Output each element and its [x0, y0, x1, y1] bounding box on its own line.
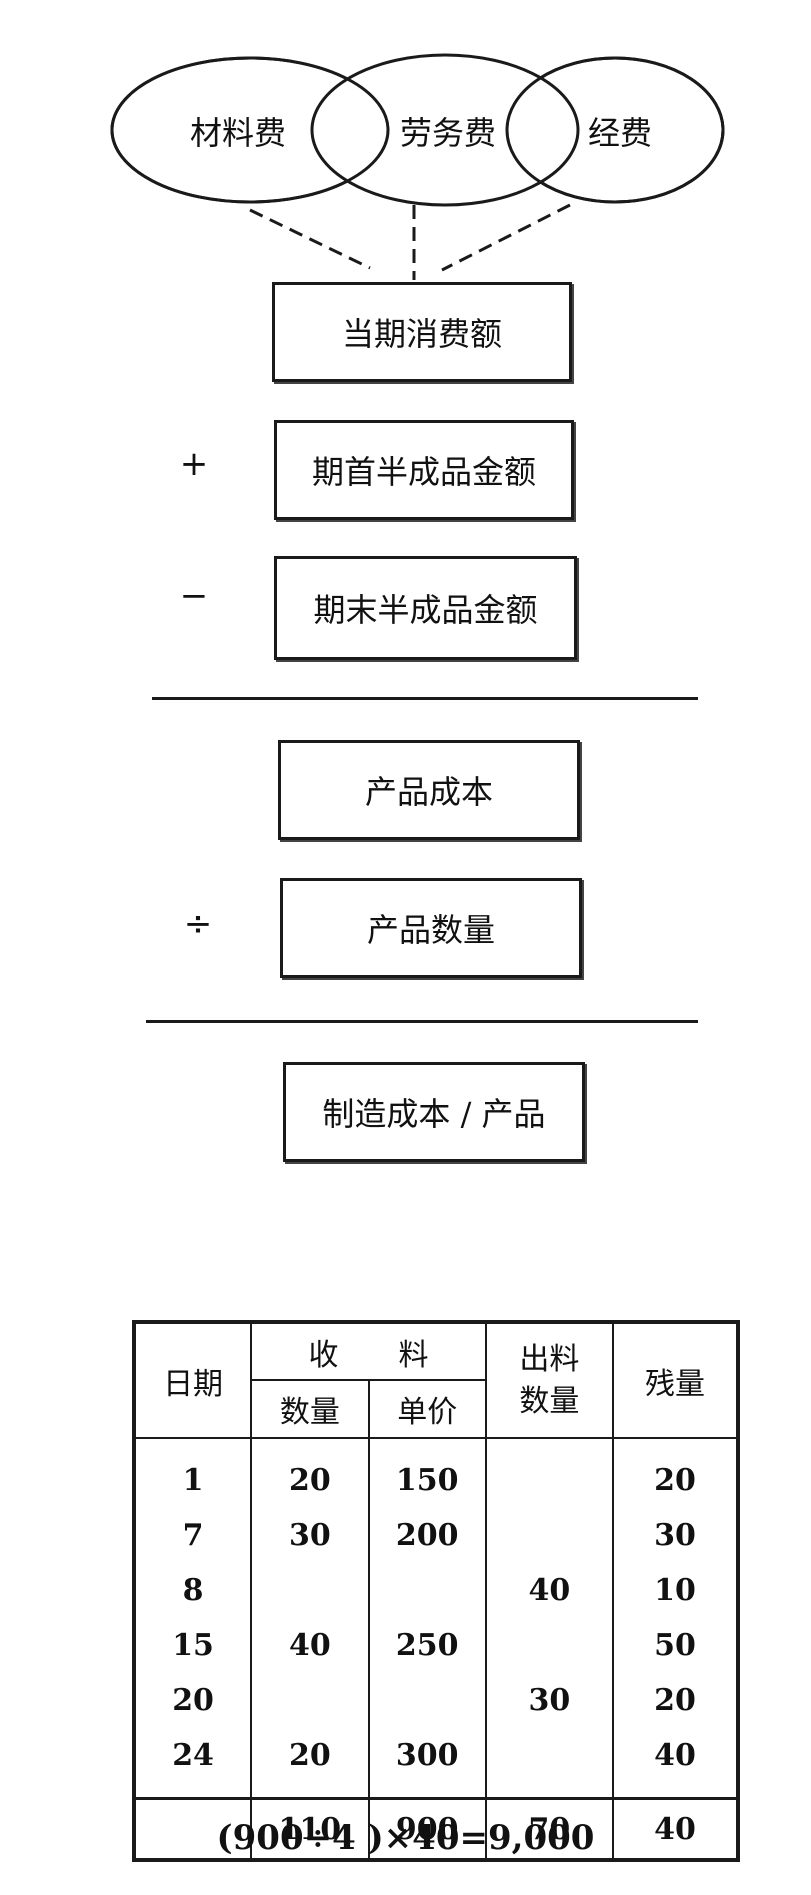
cell-date: 24: [132, 1728, 253, 1799]
cell-receipt-qty: [250, 1563, 370, 1618]
cell-balance: 50: [611, 1618, 740, 1673]
cell-balance: 40: [611, 1728, 740, 1799]
cell-issue-qty: [484, 1618, 614, 1673]
closing-wip-box: 期末半成品金额: [274, 556, 577, 660]
cell-issue-qty: [484, 1508, 614, 1563]
totals-row: 110 900 70 40: [132, 1797, 740, 1860]
subtotal-rule: [152, 697, 698, 700]
opening-wip-box: 期首半成品金额: [274, 420, 574, 520]
cell-receipt-qty: 20: [250, 1728, 370, 1799]
expense-label: 经费: [587, 114, 652, 152]
cell-balance: 30: [611, 1508, 740, 1563]
product-quantity-box: 产品数量: [280, 878, 582, 978]
cell-issue-qty: 40: [484, 1563, 614, 1618]
cell-issue-qty: 30: [484, 1673, 614, 1728]
header-issue-label: 出料: [519, 1341, 580, 1377]
table-row: 15 40 250 50: [132, 1618, 740, 1673]
cell-date: 15: [132, 1618, 253, 1673]
current-consumption-box: 当期消费额: [272, 282, 572, 382]
divide-operator: ÷: [183, 904, 213, 944]
product-cost-box: 产品成本: [278, 740, 580, 840]
cell-receipt-price: [367, 1673, 487, 1728]
cell-receipt-price: [367, 1563, 487, 1618]
dashed-connector-left: [249, 208, 371, 270]
cost-formula: (900÷4 )×40=9,000: [216, 1818, 595, 1858]
cell-issue-qty: [484, 1438, 614, 1508]
header-receipt-price: 单价: [367, 1379, 487, 1439]
cell-receipt-price: 300: [367, 1728, 487, 1799]
cell-balance: 20: [611, 1673, 740, 1728]
dashed-connector-right: [441, 203, 571, 272]
cell-receipt-price: 250: [367, 1618, 487, 1673]
unit-cost-box: 制造成本 / 产品: [283, 1062, 585, 1162]
header-receipt-qty: 数量: [250, 1379, 370, 1439]
header-receipt: 收 料: [250, 1322, 487, 1381]
inventory-table: 日期 收 料 出料 数量 残量 数量 单价 1 20 150 20 7 30 2…: [132, 1320, 740, 1862]
total-receipt-qty: 110: [250, 1797, 370, 1860]
total-issue-qty: 70: [484, 1797, 614, 1860]
cell-date: 8: [132, 1563, 253, 1618]
table-row: 1 20 150 20: [132, 1438, 740, 1508]
cell-date: 20: [132, 1673, 253, 1728]
cell-receipt-price: 150: [367, 1438, 487, 1508]
cell-balance: 10: [611, 1563, 740, 1618]
total-rule: [146, 1020, 698, 1023]
cell-issue-qty: [484, 1728, 614, 1799]
material-cost-label: 材料费: [189, 114, 286, 152]
cell-receipt-qty: [250, 1673, 370, 1728]
cell-balance: 20: [611, 1438, 740, 1508]
total-date: [132, 1797, 253, 1860]
cell-receipt-qty: 30: [250, 1508, 370, 1563]
table-row: 8 40 10: [132, 1563, 740, 1618]
total-receipt-price: 900: [367, 1797, 487, 1860]
cell-date: 1: [132, 1438, 253, 1508]
header-balance: 残量: [611, 1322, 740, 1439]
header-issue: 出料 数量: [484, 1322, 614, 1439]
labor-cost-label: 劳务费: [399, 114, 496, 152]
cell-receipt-qty: 40: [250, 1618, 370, 1673]
table-row: 24 20 300 40: [132, 1728, 740, 1799]
cost-elements-ellipses: [110, 53, 725, 280]
cell-receipt-price: 200: [367, 1508, 487, 1563]
plus-operator: +: [179, 444, 209, 484]
ellipse-labor: [310, 53, 580, 207]
table-row: 7 30 200 30: [132, 1508, 740, 1563]
header-date: 日期: [132, 1322, 253, 1439]
table-row: 20 30 20: [132, 1673, 740, 1728]
header-issue-qty: 数量: [519, 1383, 580, 1419]
minus-operator: −: [179, 576, 209, 616]
cell-receipt-qty: 20: [250, 1438, 370, 1508]
total-balance: 40: [611, 1797, 740, 1860]
cell-date: 7: [132, 1508, 253, 1563]
